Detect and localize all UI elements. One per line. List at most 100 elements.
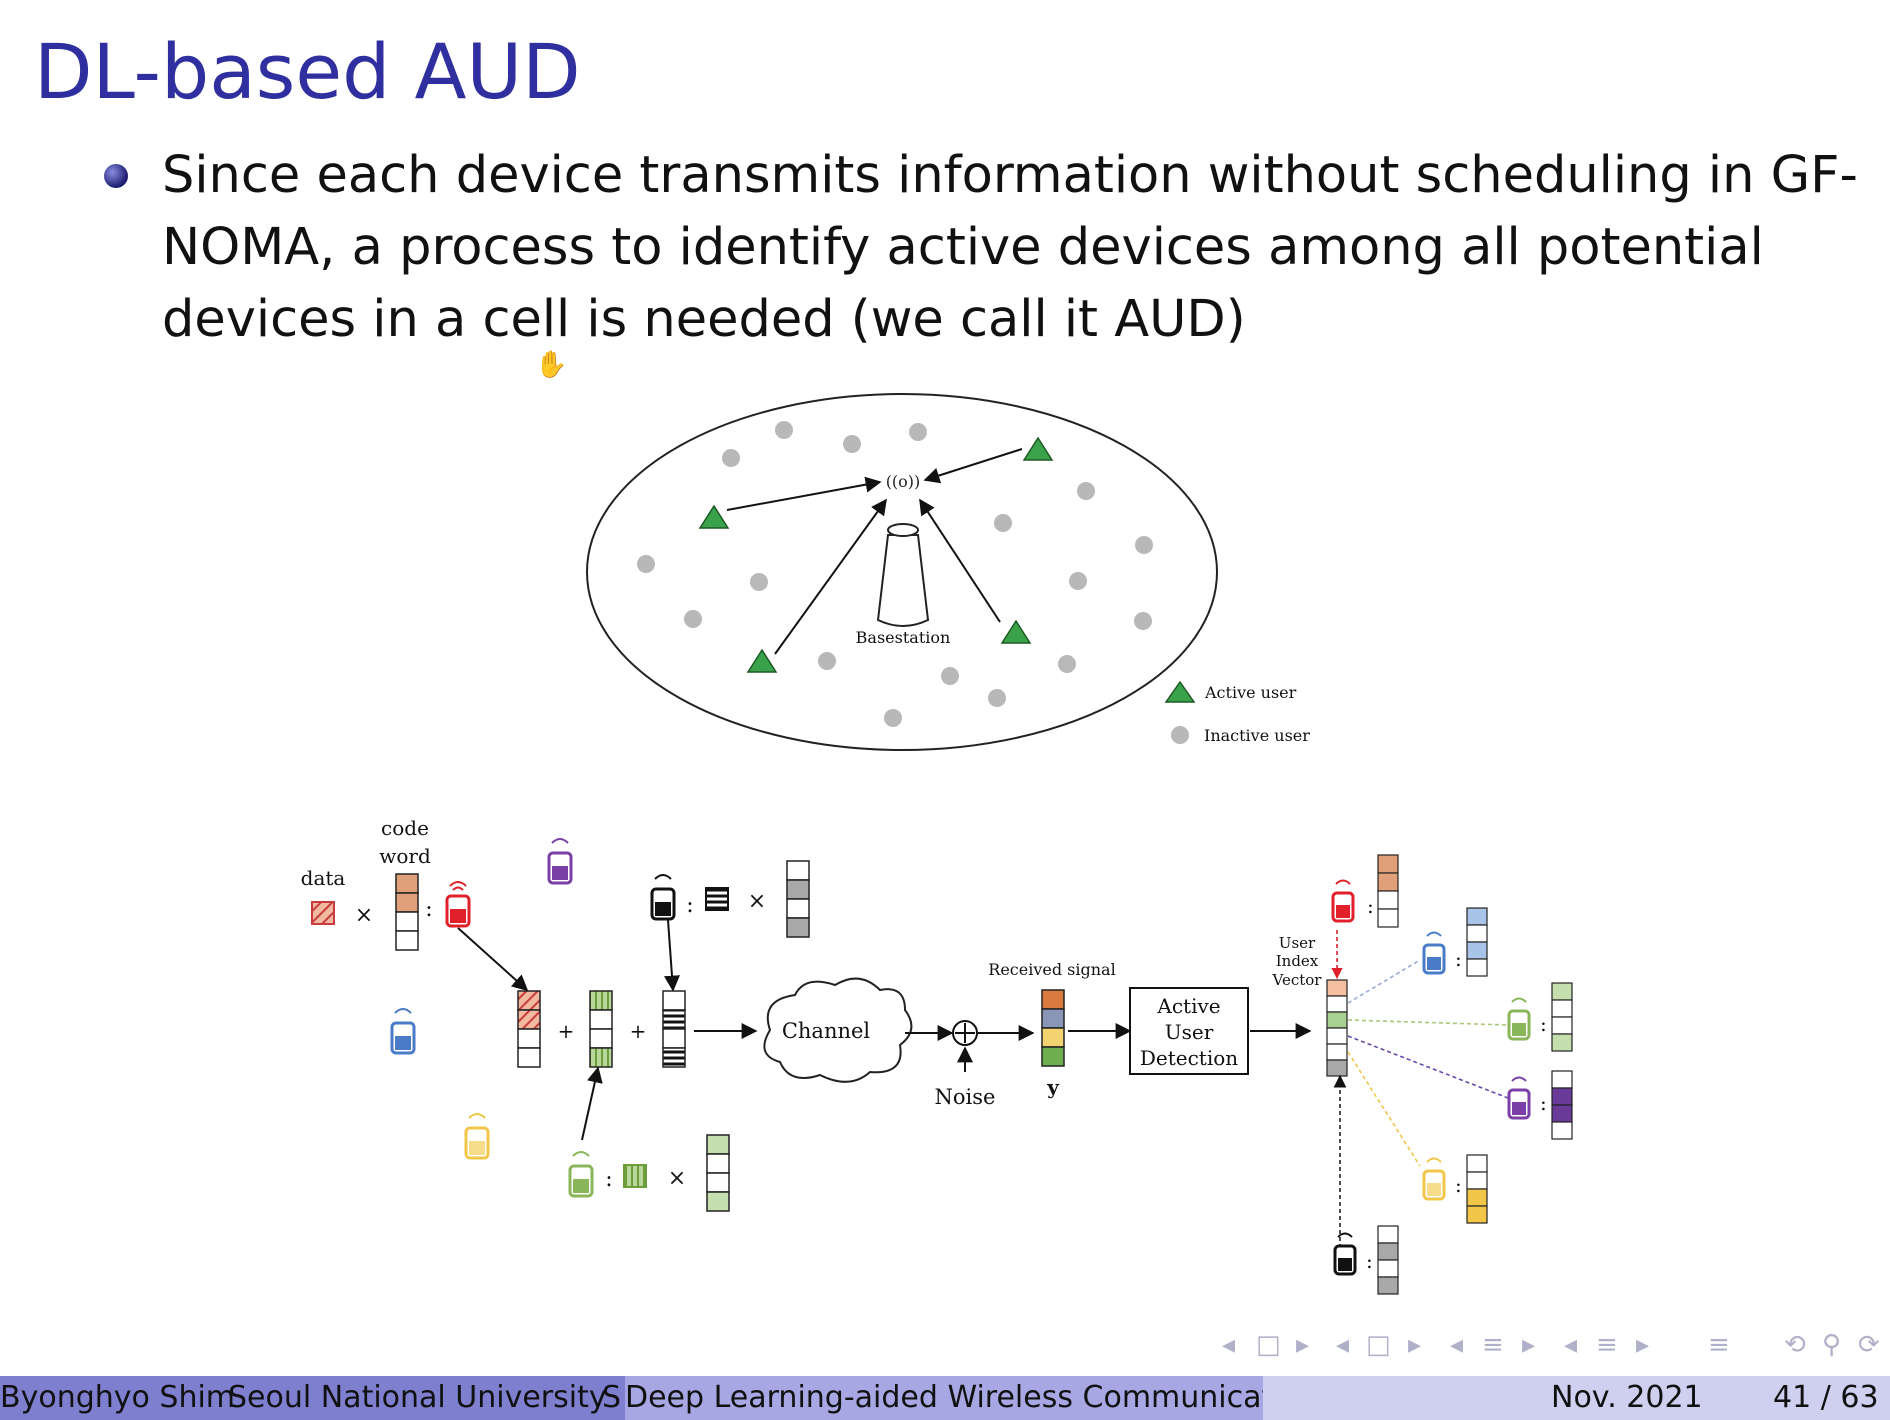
data-symbol-black bbox=[705, 887, 729, 911]
channel-label: Channel bbox=[782, 1019, 871, 1043]
beamer-navigation: ◂ □ ▸ ◂ □ ▸ ◂ ≡ ▸ ◂ ≡ ▸ ≡ ⟲ ⚲ ⟳ bbox=[0, 1330, 1890, 1374]
bullet-icon bbox=[104, 164, 128, 188]
plus-sign: + bbox=[558, 1019, 575, 1043]
device-purple-icon bbox=[547, 838, 573, 885]
active-users bbox=[698, 436, 1054, 673]
svg-text:((o)): ((o)) bbox=[886, 472, 921, 491]
legend-inactive-label: Inactive user bbox=[1204, 726, 1310, 745]
colon-sign: : bbox=[425, 897, 432, 922]
nav-subsection-icon[interactable]: □ bbox=[1366, 1330, 1391, 1360]
cell-diagram: ((o)) Basestation Active user Inactive u… bbox=[586, 393, 1310, 751]
times-sign: × bbox=[748, 889, 766, 914]
nav-doc-icon[interactable]: ≡ bbox=[1596, 1330, 1618, 1360]
footer-date-box: Nov. 2021 41 / 63 bbox=[1263, 1376, 1890, 1420]
aud-label-3: Detection bbox=[1140, 1046, 1238, 1070]
nav-frame-icon[interactable]: □ bbox=[1256, 1330, 1281, 1360]
noise-adder: Noise bbox=[935, 1020, 996, 1109]
times-sign: × bbox=[668, 1166, 686, 1191]
data-symbol bbox=[311, 901, 335, 925]
nav-next-frame-arrow-icon[interactable]: ▸ bbox=[1296, 1330, 1310, 1360]
output-purple: : bbox=[1507, 1070, 1573, 1140]
device-green-icon bbox=[568, 1151, 594, 1198]
footer-author: Byonghyo Shim bbox=[0, 1380, 236, 1415]
noise-label: Noise bbox=[935, 1085, 996, 1109]
output-blue: : bbox=[1422, 907, 1488, 977]
cell-boundary bbox=[586, 393, 1218, 751]
device-red-icon bbox=[445, 881, 471, 928]
aud-label-1: Active bbox=[1156, 994, 1220, 1018]
footer-course: Deep Learning-aided Wireless Communicati… bbox=[625, 1380, 1263, 1415]
colon-sign: : bbox=[1455, 1173, 1462, 1197]
aud-label-2: User bbox=[1165, 1020, 1214, 1044]
nav-search-icon[interactable]: ⚲ bbox=[1822, 1330, 1842, 1360]
user-index-vector bbox=[1326, 979, 1348, 1077]
index-links bbox=[1331, 930, 1509, 1248]
nav-forward-icon[interactable]: ⟳ bbox=[1858, 1330, 1880, 1360]
output-red: : bbox=[1331, 854, 1399, 928]
y-label: y bbox=[1046, 1075, 1060, 1099]
footer-date: Nov. 2021 bbox=[1551, 1380, 1703, 1415]
data-symbol-green bbox=[623, 1164, 647, 1188]
codeword-label-1: code bbox=[381, 816, 429, 840]
nav-next-section-arrow-icon[interactable]: ▸ bbox=[1522, 1330, 1536, 1360]
uiv-label-2: Index bbox=[1276, 952, 1319, 970]
aud-block: Active User Detection bbox=[1129, 987, 1249, 1075]
colon-sign: : bbox=[1367, 894, 1374, 918]
nav-prev-frame-arrow-icon[interactable]: ◂ bbox=[1222, 1330, 1236, 1360]
codeword-green bbox=[706, 1134, 730, 1212]
times-sign: × bbox=[355, 903, 373, 928]
plus-sign: + bbox=[630, 1019, 647, 1043]
output-green: : bbox=[1507, 982, 1573, 1052]
active-links bbox=[726, 448, 1023, 655]
input-arrows bbox=[457, 919, 758, 1141]
footer-author-box: Byonghyo Shim Seoul National University … bbox=[0, 1376, 625, 1420]
uiv-label-1: User bbox=[1279, 934, 1316, 952]
received-signal-label: Received signal bbox=[988, 960, 1115, 979]
footer-page-number: 41 / 63 bbox=[1773, 1380, 1879, 1415]
channel-cloud: Channel bbox=[763, 977, 913, 1083]
nav-appendix-icon[interactable]: ≡ bbox=[1708, 1330, 1730, 1360]
legend-active-label: Active user bbox=[1204, 683, 1297, 702]
device-yellow-icon bbox=[464, 1113, 490, 1160]
uiv-label-3: Vector bbox=[1272, 971, 1323, 989]
transmission-diagram: data code word × : bbox=[301, 816, 1573, 1295]
inactive-users bbox=[637, 421, 1153, 727]
bullet-text: Since each device transmits information … bbox=[162, 146, 1858, 349]
nav-section-icon[interactable]: ≡ bbox=[1482, 1330, 1504, 1360]
basestation-icon: ((o)) Basestation bbox=[856, 472, 951, 647]
aud-figure: ((o)) Basestation Active user Inactive u… bbox=[301, 393, 1573, 1295]
legend: Active user Inactive user bbox=[1164, 680, 1310, 745]
nav-prev-subsection-arrow-icon[interactable]: ◂ bbox=[1336, 1330, 1350, 1360]
colon-sign: : bbox=[686, 893, 693, 918]
spread-red bbox=[517, 990, 541, 1068]
nav-prev-section-arrow-icon[interactable]: ◂ bbox=[1450, 1330, 1464, 1360]
footer-institution: Seoul National University bbox=[228, 1380, 607, 1415]
received-signal-vector bbox=[1041, 989, 1065, 1067]
nav-back-icon[interactable]: ⟲ bbox=[1784, 1330, 1806, 1360]
colon-sign: : bbox=[1540, 1091, 1547, 1115]
spread-black bbox=[662, 990, 686, 1068]
codeword-black bbox=[786, 860, 810, 938]
codeword-red bbox=[395, 873, 419, 951]
nav-prev-doc-arrow-icon[interactable]: ◂ bbox=[1564, 1330, 1578, 1360]
hand-cursor-icon: ✋ bbox=[535, 350, 568, 380]
data-label: data bbox=[301, 866, 346, 890]
nav-next-doc-arrow-icon[interactable]: ▸ bbox=[1636, 1330, 1650, 1360]
output-yellow: : bbox=[1422, 1154, 1488, 1224]
footer-institution-tail: S bbox=[602, 1380, 622, 1415]
codeword-label-2: word bbox=[379, 844, 431, 868]
nav-next-subsection-arrow-icon[interactable]: ▸ bbox=[1408, 1330, 1422, 1360]
slide-title: DL-based AUD bbox=[34, 27, 581, 116]
output-black: : bbox=[1333, 1225, 1399, 1295]
spread-green bbox=[589, 990, 613, 1068]
device-blue-icon bbox=[390, 1008, 416, 1055]
colon-sign: : bbox=[1540, 1012, 1547, 1036]
colon-sign: : bbox=[1366, 1249, 1373, 1273]
footer-title-box: Deep Learning-aided Wireless Communicati… bbox=[625, 1376, 1263, 1420]
colon-sign: : bbox=[605, 1167, 612, 1192]
device-black-icon bbox=[650, 874, 676, 921]
basestation-label: Basestation bbox=[856, 628, 951, 647]
colon-sign: : bbox=[1455, 947, 1462, 971]
footer: Byonghyo Shim Seoul National University … bbox=[0, 1376, 1890, 1420]
